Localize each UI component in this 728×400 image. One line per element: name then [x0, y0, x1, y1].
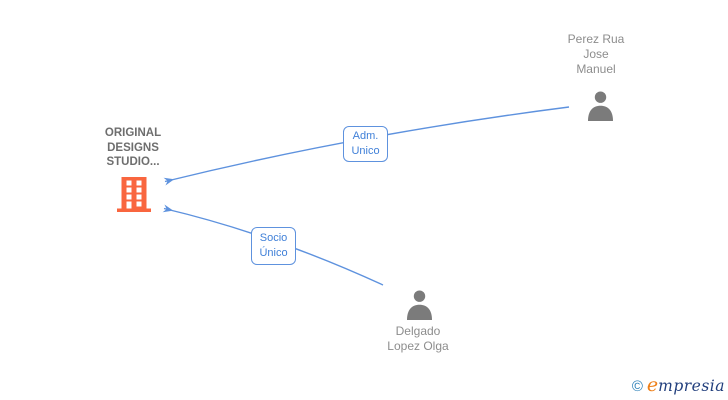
- person-icon-delgado[interactable]: [406, 290, 433, 320]
- person-node-label-perez[interactable]: Perez Rua Jose Manuel: [567, 32, 625, 76]
- edge-label-socio-unico: Socio Único: [251, 227, 296, 265]
- company-node-label[interactable]: ORIGINAL DESIGNS STUDIO...: [104, 127, 162, 168]
- copyright-icon: ©: [631, 378, 643, 395]
- brand-rest: mpresia: [658, 377, 725, 395]
- brand-wordmark: empresia: [647, 374, 725, 396]
- empresia-logo[interactable]: © empresia: [632, 374, 725, 396]
- person-icon-perez[interactable]: [587, 91, 614, 121]
- person-node-label-delgado[interactable]: Delgado Lopez Olga: [387, 324, 449, 353]
- edge-label-adm-unico: Adm. Unico: [343, 126, 388, 162]
- building-icon[interactable]: [117, 176, 151, 212]
- brand-initial: e: [646, 374, 659, 396]
